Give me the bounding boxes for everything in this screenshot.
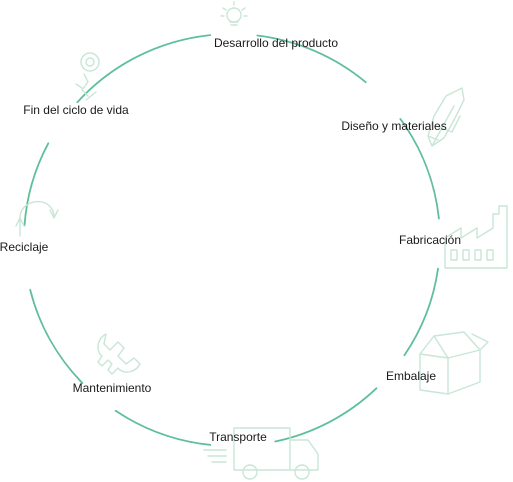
cycle-arc-segment — [399, 118, 440, 220]
stage-label-transporte: Transporte — [209, 430, 267, 444]
cycle-arc-segment — [256, 34, 367, 84]
stage-label-fabricacion: Fabricación — [399, 233, 461, 247]
stage-label-embalaje: Embalaje — [386, 369, 436, 383]
broken-bulb-icon — [75, 52, 100, 101]
cycle-arc-segment — [76, 34, 212, 104]
box-icon — [419, 331, 489, 395]
cycle-arc-segment — [23, 142, 50, 227]
lightbulb-icon — [220, 1, 248, 26]
recycle-icon — [15, 200, 59, 237]
wrench-icon — [97, 333, 141, 375]
leaf-icon — [427, 87, 465, 147]
stage-label-reciclaje: Reciclaje — [0, 240, 49, 254]
stage-label-fin: Fin del ciclo de vida — [23, 103, 129, 117]
truck-icon — [203, 427, 319, 480]
cycle-arc-segment — [403, 267, 439, 357]
factory-icon — [444, 205, 508, 269]
cycle-ring — [23, 34, 440, 446]
stage-label-desarrollo: Desarrollo del producto — [214, 36, 338, 50]
cycle-arc-segment — [29, 288, 84, 384]
cycle-arc-segment — [274, 387, 378, 443]
cycle-arc-segment — [114, 409, 212, 446]
stage-label-mantenimiento: Mantenimiento — [73, 381, 152, 395]
stage-label-diseno: Diseño y materiales — [341, 119, 446, 133]
